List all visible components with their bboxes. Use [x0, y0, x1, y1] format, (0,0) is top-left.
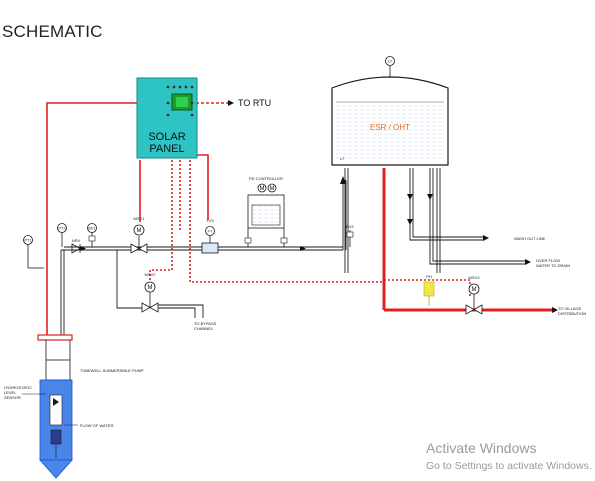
flow-transmitter: FT TVS: [201, 218, 219, 254]
flow-arrows: [80, 176, 558, 313]
panel-label-line1: SOLAR: [148, 131, 185, 143]
pd-controller-label: PD CONTROLLER: [249, 176, 283, 181]
svg-text:MSV1: MSV1: [134, 216, 146, 221]
overflow-label-2: WATER TO DRAIN: [536, 263, 570, 268]
svg-text:PT2: PT2: [58, 226, 66, 231]
signal-wiring: [46, 102, 552, 335]
svg-text:MSV3: MSV3: [469, 275, 481, 280]
non-return-valve: NRV: [71, 238, 81, 254]
overflow-label-1: OVER FLOW: [536, 258, 560, 263]
svg-text:PT1: PT1: [24, 238, 32, 243]
to-rtu-label: TO RTU: [238, 98, 271, 108]
esr-tank: ESR / OHT LT LT: [331, 56, 449, 166]
pressure-transmitter-1: PT1: [23, 235, 44, 269]
level-sensor-label-3: SENSOR: [4, 395, 21, 400]
to-bypass-label-2: CHANNEL: [194, 326, 214, 331]
to-village-label-2: DISTRIBUTION: [558, 311, 586, 316]
tubewell: [37, 334, 73, 479]
watermark-line1: Activate Windows: [426, 440, 537, 456]
svg-text:TVS: TVS: [206, 218, 214, 223]
svg-text:M: M: [260, 186, 265, 192]
tank-vent-label: LT: [340, 156, 345, 161]
svg-text:M: M: [270, 186, 275, 192]
pressure-transmitter-2: PT2: [57, 223, 67, 247]
tank-level-transmitter: LT: [388, 59, 393, 64]
panel-label-line2: PANEL: [149, 143, 184, 155]
level-sensor-label-2: LEVEL: [4, 390, 17, 395]
svg-text:BV1: BV1: [88, 226, 96, 231]
motorized-valve-3: M MSV3: [465, 275, 483, 315]
washout-label: WASH OUT LINE: [514, 236, 546, 241]
svg-text:PH: PH: [426, 274, 432, 279]
to-rtu-arrow: TO RTU: [228, 98, 271, 108]
svg-text:NRV: NRV: [72, 238, 81, 243]
ball-valve-2: BV2: [346, 224, 355, 247]
svg-text:BV2: BV2: [346, 224, 354, 229]
page-title: SCHEMATIC: [2, 22, 103, 41]
to-bypass-label-1: TO BYPASS: [194, 321, 217, 326]
watermark-line2: Go to Settings to activate Windows.: [426, 460, 592, 472]
svg-text:M: M: [472, 287, 477, 293]
pd-controller: PD CONTROLLER M M: [244, 176, 288, 247]
to-village-label-1: TO VILLAGE: [558, 306, 582, 311]
svg-text:FT: FT: [208, 229, 213, 234]
ph-sensor: PH: [423, 274, 435, 306]
svg-text:M: M: [137, 228, 142, 234]
flow-of-water-label: FLOW OF WATER: [80, 423, 113, 428]
ball-valve-1: BV1: [87, 223, 97, 247]
svg-text:MSV2: MSV2: [145, 272, 157, 277]
solar-panel: SOLAR PANEL: [136, 77, 198, 159]
motorized-valve-1: M MSV1: [130, 216, 148, 254]
tank-label: ESR / OHT: [370, 123, 410, 132]
level-sensor-label-1: HYDROSTATIC: [4, 385, 32, 390]
main-pipeline: [60, 168, 525, 335]
svg-text:M: M: [148, 285, 153, 291]
pump-label: TUBEWELL SUBMERSIBLE PUMP: [80, 368, 144, 373]
motorized-valve-2: M MSV2: [141, 272, 159, 313]
